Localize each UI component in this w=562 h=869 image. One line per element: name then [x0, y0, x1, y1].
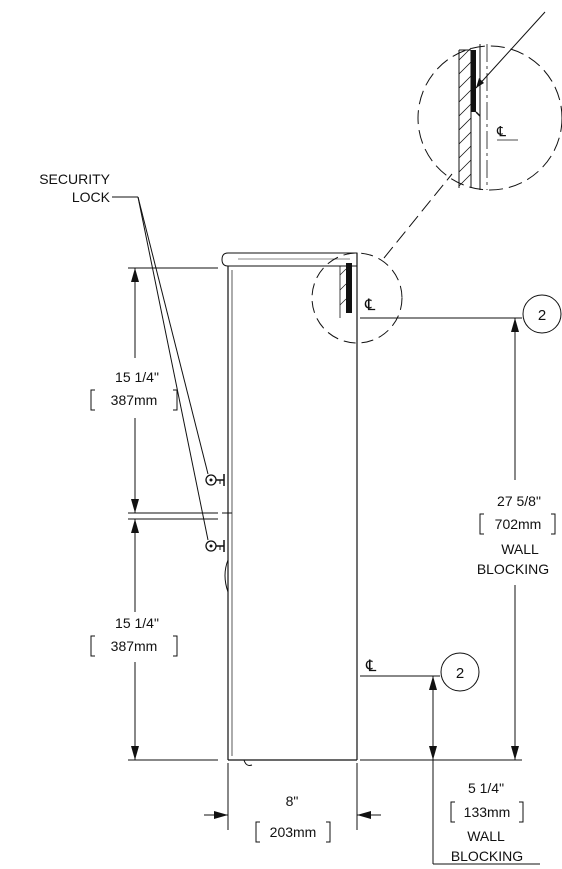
key-icon [205, 474, 225, 486]
lower-centerline-symbol: ℄ [365, 658, 377, 675]
cabinet-hinge-bump [224, 559, 229, 593]
bottom-dimension [360, 676, 540, 865]
mounting-bracket [471, 50, 476, 112]
upper-dimension-mm-group: 387mm [90, 389, 178, 411]
detail-leader-arrow [476, 78, 484, 88]
cabinet-foot [243, 759, 253, 766]
detail-view: ℄ [383, 11, 562, 259]
bottom-dimension-mm: 133mm [464, 804, 511, 820]
upper-callout-bubble [522, 294, 562, 334]
lock-label: LOCK [72, 189, 111, 205]
lower-callout-bubble [440, 652, 480, 692]
security-lock-callout: SECURITY LOCK [39, 171, 209, 541]
width-dimension-mm: 203mm [270, 824, 317, 840]
bottom-dimension-inches: 5 1/4" [468, 780, 504, 796]
detail-wall-section [458, 44, 488, 190]
right-note-blocking: BLOCKING [477, 561, 549, 577]
detail-centerline-symbol: ℄ [496, 123, 506, 139]
upper-dimension-mm: 387mm [111, 392, 158, 408]
right-note-wall: WALL [501, 541, 539, 557]
lock-leader-upper [137, 196, 209, 475]
detail-reference-circle [311, 252, 403, 344]
upper-dimension-inches: 15 1/4" [115, 369, 159, 385]
lower-dimension-mm-group: 387mm [90, 635, 178, 657]
width-dimension [204, 763, 381, 830]
right-dimension-inches: 27 5/8" [497, 493, 541, 509]
cabinet-side-view [221, 252, 403, 766]
detail-leader-line [475, 11, 546, 89]
detail-boundary-circle [417, 45, 562, 191]
left-dimensions [128, 267, 218, 761]
bottom-note-blocking: BLOCKING [451, 848, 523, 864]
upper-callout-number: 2 [538, 307, 546, 324]
width-dimension-mm-group: 203mm [255, 821, 331, 843]
wall-bracket [346, 263, 352, 313]
upper-centerline-symbol: ℄ [364, 297, 376, 314]
right-dimension-mm-group: 702mm [479, 513, 556, 535]
width-dimension-inches: 8" [286, 793, 299, 809]
detail-callout-connector [383, 173, 453, 259]
lower-callout-number: 2 [456, 665, 464, 682]
right-dimension-mm: 702mm [495, 516, 542, 532]
key-icon [205, 540, 225, 552]
lower-dimension-mm: 387mm [111, 638, 158, 654]
security-label: SECURITY [39, 171, 110, 187]
cabinet-top-cap [221, 252, 358, 267]
right-dimension [511, 318, 519, 760]
bottom-note-wall: WALL [467, 828, 505, 844]
lower-dimension-inches: 15 1/4" [115, 615, 159, 631]
bottom-dimension-mm-group: 133mm [450, 801, 524, 823]
lock-leader-lower [137, 196, 209, 541]
